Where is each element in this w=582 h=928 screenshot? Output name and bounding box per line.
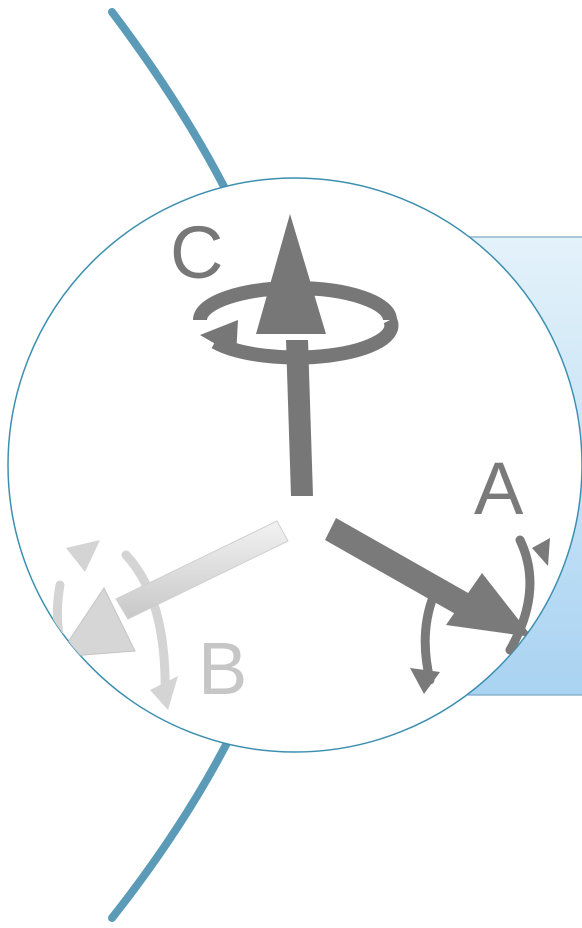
axis-b-label: B [198,627,247,710]
axis-c-label: C [170,211,223,294]
axis-a-label: A [474,447,524,530]
